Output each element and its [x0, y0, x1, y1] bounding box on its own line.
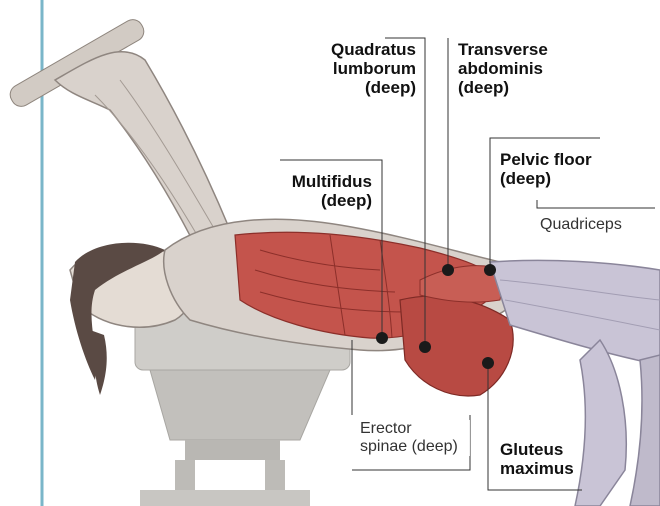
erector-spinae-label: Erector spinae (deep) [360, 420, 470, 456]
transverse-abdominis-label: Transverse abdominis (deep) [458, 40, 578, 97]
gluteus-maximus-label: Gluteus maximus [500, 440, 590, 478]
quadriceps-label: Quadriceps [540, 216, 640, 234]
pelvic-floor-dot [484, 264, 496, 276]
quadriceps-leader [537, 200, 655, 208]
pelvic-floor-label: Pelvic floor (deep) [500, 150, 620, 188]
multifidus-label: Multifidus (deep) [260, 172, 372, 210]
multifidus-dot [376, 332, 388, 344]
quadratus-lumborum-label: Quadratus lumborum (deep) [300, 40, 416, 97]
arm [55, 52, 231, 258]
transverse-abdominis-dot [442, 264, 454, 276]
gluteus-maximus-dot [482, 357, 494, 369]
quadratus-lumborum-dot [419, 341, 431, 353]
